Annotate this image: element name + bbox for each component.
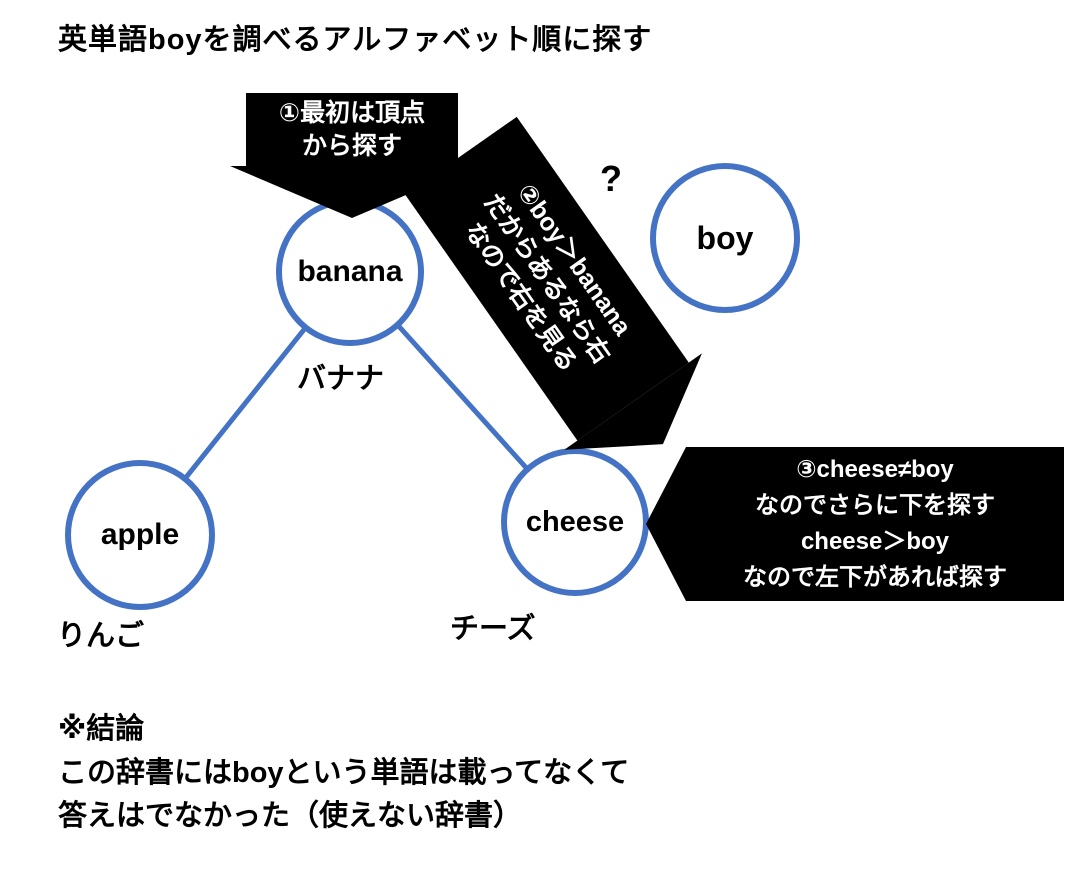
step1-arrow-body: ①最初は頂点 から探す — [246, 93, 458, 166]
step3-text-line: cheese＞boy — [800, 528, 950, 555]
left-arrow-icon — [646, 447, 686, 601]
node-cheese-sublabel: チーズ — [450, 613, 536, 645]
node-banana-label: banana — [297, 255, 403, 288]
node-boy-label: boy — [696, 219, 754, 256]
diagram-title: 英単語boyを調べるアルファベット順に探す — [58, 24, 653, 56]
step3-text-line: なのでさらに下を探す — [755, 492, 995, 519]
step1-text-line: ①最初は頂点 — [278, 99, 426, 127]
node-banana-sublabel: バナナ — [297, 363, 385, 395]
step3-text-line: ③cheese≠boy — [796, 456, 954, 483]
node-apple-sublabel: りんご — [57, 620, 145, 652]
conclusion: ※結論 この辞書にはboyという単語は載ってなくて 答えはでなかった（使えない辞… — [58, 708, 629, 839]
step3-text-line: なので左下があれば探す — [743, 564, 1007, 591]
step3-arrow: ③cheese≠boy なのでさらに下を探す cheese＞boy なので左下が… — [646, 447, 1064, 601]
node-apple-label: apple — [100, 518, 180, 551]
node-cheese-label: cheese — [525, 505, 625, 538]
step3-arrow-body: ③cheese≠boy なのでさらに下を探す cheese＞boy なので左下が… — [686, 447, 1064, 601]
conclusion-line: 答えはでなかった（使えない辞書） — [58, 800, 523, 832]
node-banana: banana — [276, 198, 424, 346]
conclusion-line: ※結論 — [58, 713, 145, 745]
node-boy: boy — [650, 163, 800, 313]
question-mark: ? — [600, 158, 622, 199]
conclusion-line: この辞書にはboyという単語は載ってなくて — [58, 756, 630, 789]
node-apple: apple — [65, 460, 215, 610]
node-cheese: cheese — [501, 448, 649, 596]
step1-text-line: から探す — [301, 131, 402, 160]
